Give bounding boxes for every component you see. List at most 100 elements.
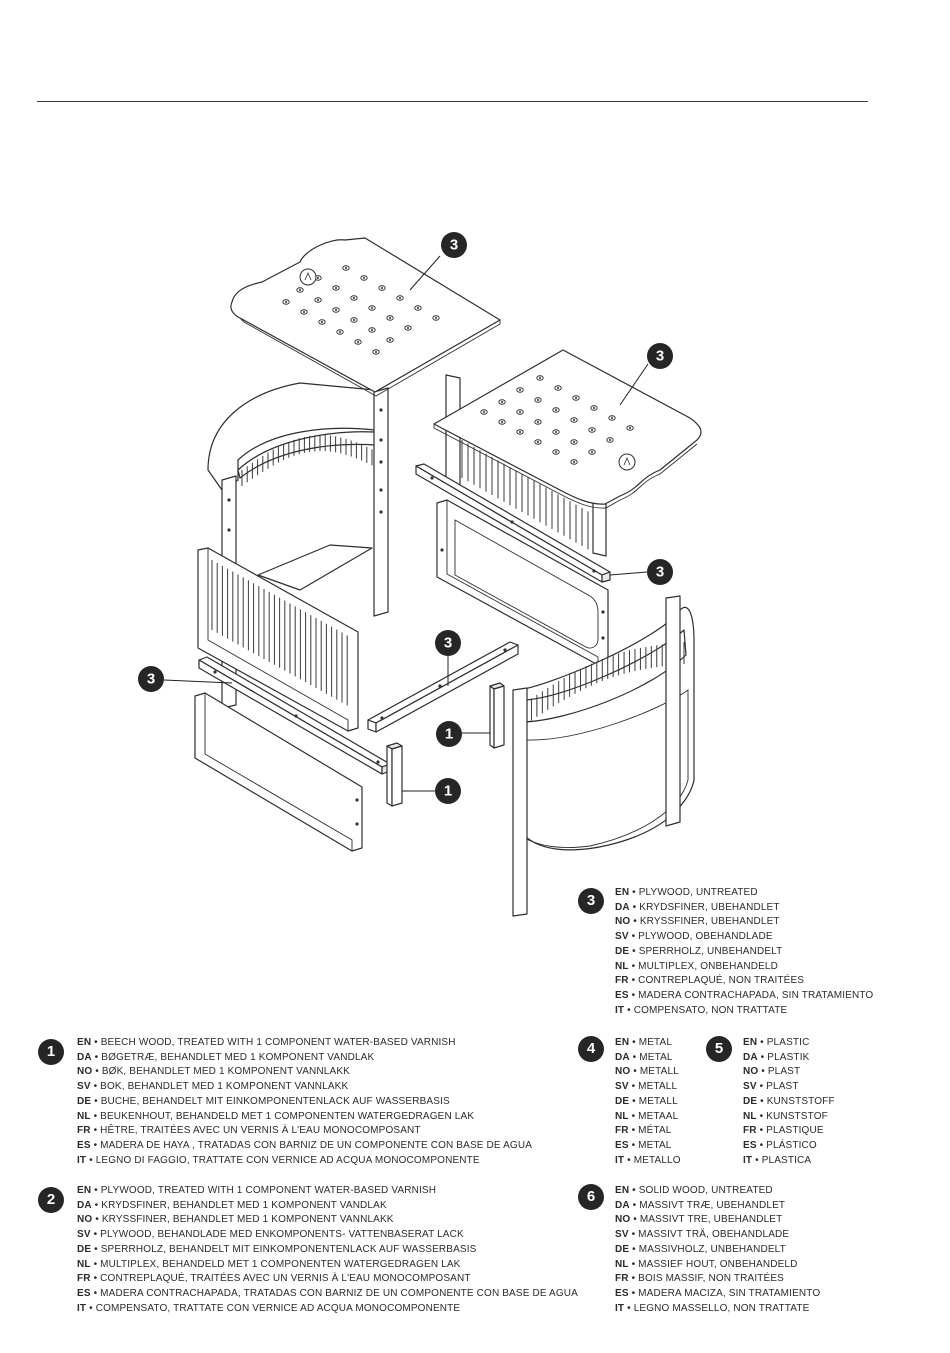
material-description: MADERA DE HAYA , TRATADAS CON BARNIZ DE …: [100, 1139, 533, 1151]
material-line: IT • METALLO: [615, 1154, 681, 1169]
material-line: DE • METALL: [615, 1095, 681, 1110]
language-code: NO: [77, 1214, 93, 1226]
material-lines: EN • PLYWOOD, TREATED WITH 1 COMPONENT W…: [77, 1184, 578, 1316]
bullet-separator: •: [624, 1004, 634, 1016]
material-line: EN • METAL: [615, 1036, 681, 1051]
material-line: ES • PLÁSTICO: [743, 1139, 835, 1154]
language-code: EN: [615, 1037, 630, 1048]
right-plate-holes: [480, 375, 634, 465]
screw-hole-center: [363, 277, 365, 279]
bullet-separator: •: [90, 1258, 101, 1270]
language-code: NO: [615, 1214, 631, 1226]
bullet-separator: •: [90, 1110, 101, 1122]
language-code: DA: [77, 1199, 92, 1211]
bullet-separator: •: [624, 1302, 634, 1314]
material-description: BØGETRÆ, BEHANDLET MED 1 KOMPONENT VANDL…: [101, 1051, 375, 1063]
language-code: ES: [743, 1139, 757, 1151]
material-line: NO • METALL: [615, 1065, 681, 1080]
material-description: KRYDSFINER, UBEHANDLET: [639, 901, 780, 913]
material-line: DA • PLASTIK: [743, 1051, 835, 1066]
material-line: SV • MASSIVT TRÄ, OBEHANDLADE: [615, 1228, 820, 1243]
bullet-separator: •: [628, 1110, 639, 1122]
language-code: NL: [615, 1110, 629, 1122]
language-code: IT: [743, 1154, 753, 1166]
bullet-separator: •: [628, 1287, 639, 1299]
callout-3-right-rail: 3: [647, 559, 673, 585]
screw-hole-center: [335, 287, 337, 289]
screw-hole-center: [335, 309, 337, 311]
screw-hole-center: [519, 431, 521, 433]
material-description: KRYSSFINER, UBEHANDLET: [639, 916, 780, 928]
material-line: NO • MASSIVT TRE, UBEHANDLET: [615, 1213, 820, 1228]
material-description: BEUKENHOUT, BEHANDELD MET 1 COMPONENTEN …: [100, 1110, 475, 1122]
material-line: IT • LEGNO DI FAGGIO, TRATTATE CON VERNI…: [77, 1154, 532, 1169]
language-code: DE: [77, 1095, 92, 1107]
material-description: METALL: [638, 1081, 678, 1093]
material-line: ES • MADERA CONTRACHAPADA, SIN TRATAMIEN…: [615, 989, 873, 1004]
language-code: NL: [615, 960, 629, 972]
bullet-separator: •: [628, 931, 639, 943]
material-line: DA • BØGETRÆ, BEHANDLET MED 1 KOMPONENT …: [77, 1051, 532, 1066]
language-code: EN: [743, 1037, 758, 1048]
material-line: NL • BEUKENHOUT, BEHANDELD MET 1 COMPONE…: [77, 1110, 532, 1125]
svg-text:3: 3: [656, 348, 664, 365]
base-plate-top: [230, 237, 501, 397]
material-line: SV • PLAST: [743, 1080, 835, 1095]
material-badge: 4: [578, 1036, 604, 1062]
bullet-separator: •: [758, 1066, 768, 1078]
language-code: NO: [743, 1066, 759, 1078]
leg-post-1: [489, 682, 505, 749]
material-description: MASSIEF HOUT, ONBEHANDELD: [638, 1258, 798, 1270]
left-side-panel: [197, 547, 359, 732]
right-rear-slats: [461, 440, 589, 550]
callout-3-left-rail: 3: [138, 666, 164, 692]
material-description: PLASTICA: [761, 1154, 812, 1166]
screw-hole-center: [353, 297, 355, 299]
material-lines: EN • BEECH WOOD, TREATED WITH 1 COMPONEN…: [77, 1036, 532, 1168]
material-line: DE • MASSIVHOLZ, UNBEHANDELT: [615, 1243, 820, 1258]
material-line: ES • MADERA CONTRACHAPADA, TRATADAS CON …: [77, 1287, 578, 1302]
material-line: ES • METAL: [615, 1139, 681, 1154]
bullet-separator: •: [756, 1139, 767, 1151]
material-description: PLYWOOD, UNTREATED: [638, 887, 758, 898]
material-description: PLYWOOD, OBEHANDLADE: [638, 931, 773, 943]
bullet-separator: •: [624, 1154, 634, 1166]
material-line: NO • PLAST: [743, 1065, 835, 1080]
bullet-separator: •: [756, 1110, 767, 1122]
material-description: HÊTRE, TRAITÉES AVEC UN VERNIS À L'EAU M…: [100, 1125, 421, 1137]
bullet-separator: •: [90, 1081, 101, 1093]
material-line: EN • PLASTIC: [743, 1036, 835, 1051]
bullet-separator: •: [92, 1214, 102, 1226]
screw-hole-center: [389, 317, 391, 319]
language-code: EN: [77, 1037, 92, 1048]
bullet-separator: •: [628, 1229, 639, 1241]
bullet-separator: •: [629, 901, 640, 913]
language-code: EN: [615, 1185, 630, 1196]
language-code: ES: [615, 1287, 629, 1299]
language-code: DA: [615, 1199, 630, 1211]
left-end-post-back: [373, 387, 389, 617]
language-code: SV: [743, 1081, 757, 1093]
callout-3-right-plate: 3: [647, 343, 673, 369]
material-description: MULTIPLEX, ONBEHANDELD: [638, 960, 778, 972]
bullet-separator: •: [90, 1125, 101, 1137]
language-code: ES: [77, 1287, 91, 1299]
bullet-separator: •: [757, 1037, 767, 1048]
language-code: ES: [77, 1139, 91, 1151]
language-code: IT: [615, 1154, 625, 1166]
material-description: MASSIVT TRÆ, UBEHANDLET: [639, 1199, 786, 1211]
material-description: MADERA CONTRACHAPADA, TRATADAS CON BARNI…: [100, 1287, 578, 1299]
language-code: NO: [615, 1066, 631, 1078]
screw-hole-center: [539, 377, 541, 379]
language-code: SV: [615, 1229, 629, 1241]
bullet-separator: •: [90, 1287, 101, 1299]
bullet-separator: •: [91, 1095, 101, 1107]
language-code: NO: [77, 1066, 93, 1078]
material-line: FR • PLASTIQUE: [743, 1124, 835, 1139]
screw-hole-center: [629, 427, 631, 429]
callout-1-leg-post-2: 1: [435, 778, 461, 804]
language-code: SV: [77, 1229, 91, 1241]
language-code: IT: [615, 1302, 625, 1314]
bullet-separator: •: [628, 1125, 639, 1137]
material-description: PLÁSTICO: [766, 1139, 817, 1151]
